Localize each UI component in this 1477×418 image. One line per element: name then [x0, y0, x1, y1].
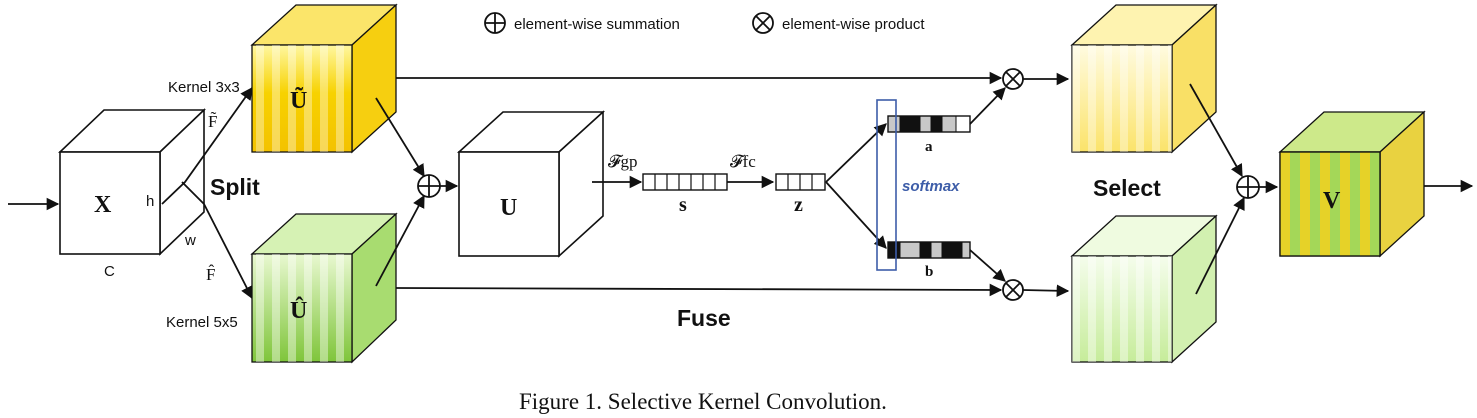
product-node-b: [1002, 279, 1024, 301]
legend-sum-label: element-wise summation: [514, 16, 680, 33]
stage-fuse: Fuse: [677, 305, 731, 331]
b-vector: [887, 241, 971, 259]
u-hat-to-product-b: [395, 283, 1003, 297]
z-to-a: [825, 123, 887, 183]
b-to-product: [969, 249, 1006, 282]
a-label: a: [925, 139, 933, 155]
legend-product-label: element-wise product: [782, 16, 925, 33]
figure-caption: Figure 1. Selective Kernel Convolution.: [519, 389, 887, 414]
op-gp: 𝓕gp: [608, 152, 638, 171]
legend-sum: element-wise summation: [484, 12, 680, 34]
u-cube: U: [456, 110, 606, 258]
u-hat-cube: Û: [250, 212, 398, 364]
dim-w: w: [184, 232, 196, 249]
z-label: z: [794, 194, 803, 216]
split-arrow-bottom: [181, 181, 253, 300]
product-b-out: [1022, 284, 1070, 298]
final-sum-node: [1236, 175, 1260, 199]
op-fc: 𝓕fc: [730, 152, 756, 171]
split-arrow-top: [161, 86, 253, 205]
kernel3-label: Kernel 3x3: [168, 79, 240, 96]
s-label: s: [679, 194, 687, 216]
legend-product: element-wise product: [752, 12, 925, 34]
select-yellow-cube: [1070, 3, 1218, 154]
stage-split: Split: [210, 174, 260, 200]
b-label: b: [925, 264, 933, 280]
u-hat-to-sum: [375, 194, 425, 287]
dim-h: h: [146, 193, 154, 210]
op-f-hat: F̂: [206, 265, 215, 284]
softmax-box: [876, 99, 897, 271]
s-vector: [642, 173, 728, 191]
select-green-to-sum: [1195, 196, 1245, 295]
z-to-b: [825, 181, 887, 249]
u-hat-label: Û: [290, 297, 307, 324]
sum-node: [417, 174, 441, 198]
a-vector: [887, 115, 971, 133]
z-vector: [775, 173, 826, 191]
product-node-a: [1002, 68, 1024, 90]
select-yellow-to-sum: [1189, 83, 1243, 178]
kernel5-label: Kernel 5x5: [166, 314, 238, 331]
u-tilde-to-sum: [375, 97, 425, 178]
a-to-product: [969, 87, 1006, 125]
stage-select: Select: [1093, 175, 1161, 201]
v-cube: V: [1278, 110, 1426, 258]
select-green-cube: [1070, 214, 1218, 364]
input-cube: X h w C: [58, 108, 206, 280]
op-f-tilde: F̃: [208, 112, 217, 131]
dim-c: C: [104, 263, 115, 280]
softmax-label: softmax: [902, 178, 960, 195]
v-label: V: [1323, 188, 1341, 214]
product-icon: [752, 12, 774, 34]
u-label: U: [500, 195, 517, 221]
u-tilde-cube: Ũ: [250, 3, 398, 154]
input-label: X: [94, 192, 112, 218]
u-tilde-label: Ũ: [290, 88, 307, 114]
